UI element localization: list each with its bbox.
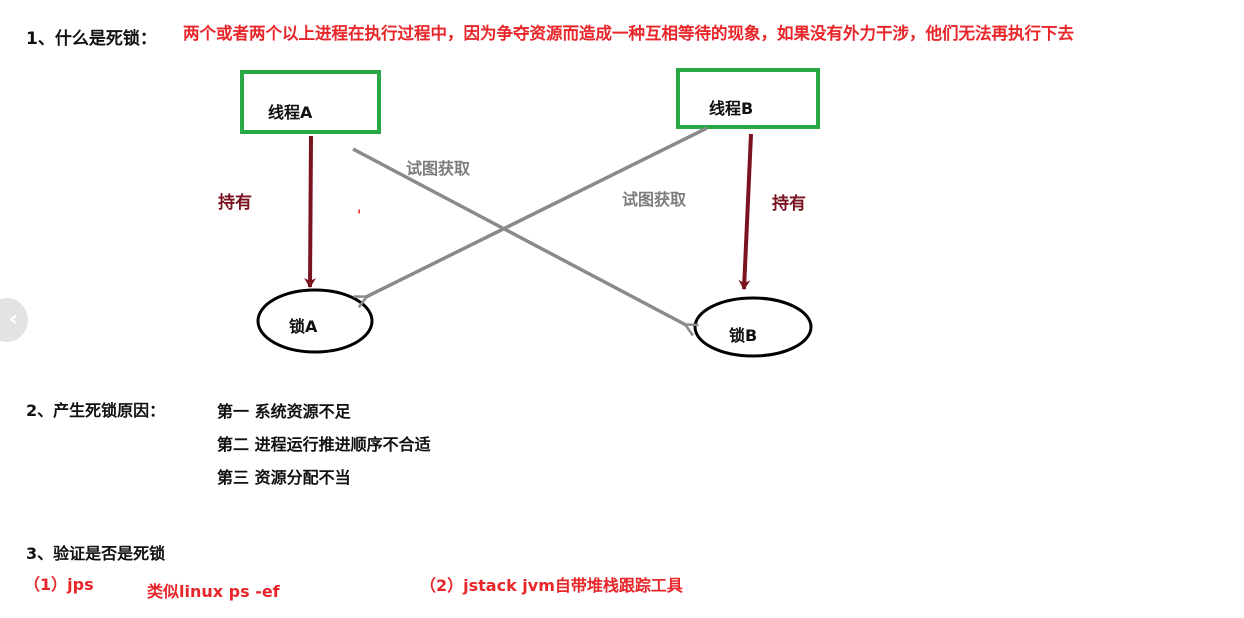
thread-a-box bbox=[240, 70, 381, 134]
lock-a-label: 锁A bbox=[289, 317, 318, 336]
section3-heading: 3、验证是否是死锁 bbox=[26, 544, 166, 563]
reason-1: 第一 系统资源不足 bbox=[217, 402, 351, 421]
reason-2: 第二 进程运行推进顺序不合适 bbox=[217, 435, 431, 454]
try-acquire-arrow-b-to-lock-a bbox=[366, 126, 708, 297]
hold-arrow-right bbox=[738, 133, 753, 290]
reason-3: 第三 资源分配不当 bbox=[217, 468, 351, 487]
step1-note: 类似linux ps -ef bbox=[147, 582, 280, 601]
try-acquire-label-right: 试图获取 bbox=[622, 190, 687, 209]
try-acquire-arrow-a-to-lock-b bbox=[352, 147, 686, 325]
lock-b-label: 锁B bbox=[729, 326, 758, 345]
thread-a-label: 线程A bbox=[268, 103, 313, 122]
step1-jps: （1）jps bbox=[24, 575, 94, 594]
deadlock-definition: 两个或者两个以上进程在执行过程中，因为争夺资源而造成一种互相等待的现象，如果没有… bbox=[183, 24, 1074, 43]
try-acquire-label-left: 试图获取 bbox=[406, 159, 471, 178]
hold-label-left: 持有 bbox=[218, 193, 252, 213]
section1-heading: 1、什么是死锁： bbox=[26, 29, 157, 49]
hold-label-right: 持有 bbox=[772, 194, 806, 214]
thread-b-box bbox=[676, 68, 820, 129]
section2-heading: 2、产生死锁原因： bbox=[26, 401, 166, 420]
stray-mark: ' bbox=[357, 208, 362, 224]
chevron-left-icon: ‹ bbox=[8, 307, 18, 332]
lock-a-ellipse bbox=[256, 288, 374, 354]
thread-b-label: 线程B bbox=[709, 99, 754, 118]
hold-arrow-left bbox=[304, 135, 317, 288]
step2-jstack: （2）jstack jvm自带堆栈跟踪工具 bbox=[420, 576, 683, 595]
